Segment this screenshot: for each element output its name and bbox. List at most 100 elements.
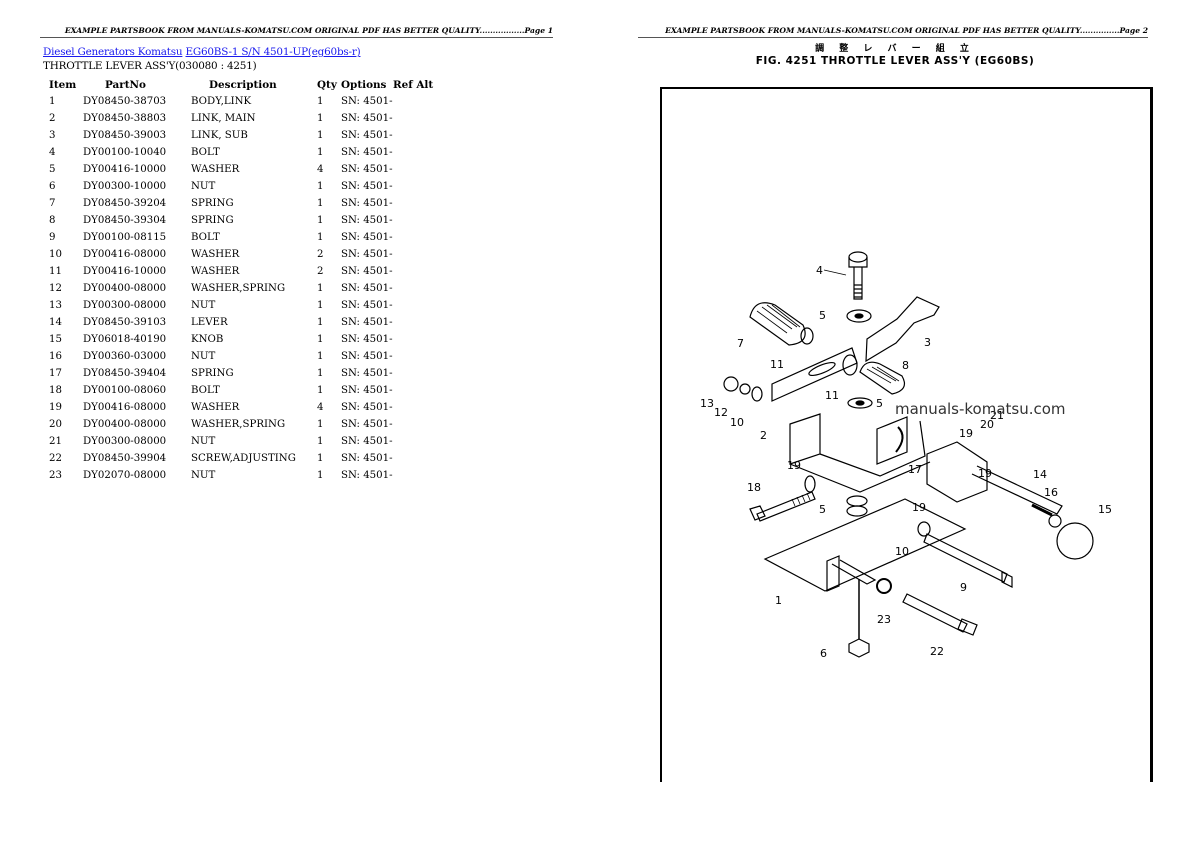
svg-text:18: 18 — [747, 481, 761, 494]
part-number-cell: DY00300-08000 — [83, 436, 167, 447]
quantity-cell: 2 — [317, 249, 324, 260]
svg-text:12: 12 — [714, 406, 728, 419]
options-cell: SN: 4501- — [341, 453, 393, 464]
ref-alt-cell — [393, 110, 443, 127]
spring-7-icon — [749, 302, 806, 346]
item-number-cell: 20 — [49, 419, 62, 430]
quantity-cell: 1 — [317, 453, 324, 464]
ref-alt-cell — [393, 331, 443, 348]
svg-text:22: 22 — [930, 645, 944, 658]
part-number-cell: DY00400-08000 — [83, 283, 167, 294]
options-cell: SN: 4501- — [341, 130, 393, 141]
ref-alt-cell — [393, 365, 443, 382]
options-cell: SN: 4501- — [341, 351, 393, 362]
quantity-cell: 1 — [317, 436, 324, 447]
quantity-cell: 1 — [317, 113, 324, 124]
svg-text:9: 9 — [960, 581, 967, 594]
item-number-cell: 3 — [49, 130, 56, 141]
ref-alt-cell — [393, 433, 443, 450]
item-number-cell: 9 — [49, 232, 56, 243]
model-link[interactable]: EG60BS-1 S/N 4501-UP(eg60bs-r) — [185, 46, 361, 58]
svg-text:11: 11 — [770, 358, 784, 371]
breadcrumb: Diesel Generators Komatsu EG60BS-1 S/N 4… — [43, 46, 361, 58]
description-cell: BOLT — [191, 385, 220, 396]
part-number-cell: DY00300-08000 — [83, 300, 167, 311]
description-cell: WASHER,SPRING — [191, 419, 286, 430]
svg-text:10: 10 — [730, 416, 744, 429]
quantity-cell: 1 — [317, 181, 324, 192]
svg-text:13: 13 — [700, 397, 714, 410]
svg-text:3: 3 — [924, 336, 931, 349]
options-cell: SN: 4501- — [341, 402, 393, 413]
description-cell: WASHER — [191, 164, 240, 175]
item-number-cell: 2 — [49, 113, 56, 124]
item-number-cell: 4 — [49, 147, 56, 158]
part-number-cell: DY08450-39904 — [83, 453, 167, 464]
description-cell: BODY,LINK — [191, 96, 252, 107]
quantity-cell: 1 — [317, 419, 324, 430]
quantity-cell: 1 — [317, 232, 324, 243]
column-header-qty: Qty — [317, 78, 337, 91]
item-number-cell: 11 — [49, 266, 62, 277]
part-number-cell: DY08450-38803 — [83, 113, 167, 124]
options-cell: SN: 4501- — [341, 436, 393, 447]
column-header-ref-alt: Ref Alt — [393, 78, 434, 91]
assembly-title: THROTTLE LEVER ASS'Y(030080 : 4251) — [43, 60, 257, 72]
options-cell: SN: 4501- — [341, 266, 393, 277]
ref-alt-cell — [393, 144, 443, 161]
description-cell: SPRING — [191, 215, 234, 226]
svg-text:19: 19 — [959, 427, 973, 440]
ref-alt-cell — [393, 297, 443, 314]
figure-title: 調 整 レ バ ー 組 立 FIG. 4251 THROTTLE LEVER A… — [640, 44, 1150, 67]
column-header-item: Item — [49, 78, 77, 91]
svg-text:10: 10 — [895, 545, 909, 558]
svg-text:8: 8 — [902, 359, 909, 372]
ref-alt-cell — [393, 348, 443, 365]
quantity-cell: 1 — [317, 368, 324, 379]
ref-alt-cell — [393, 161, 443, 178]
svg-text:23: 23 — [877, 613, 891, 626]
column-header-options: Options — [341, 78, 387, 91]
options-cell: SN: 4501- — [341, 317, 393, 328]
item-number-cell: 13 — [49, 300, 62, 311]
quantity-cell: 4 — [317, 402, 324, 413]
options-cell: SN: 4501- — [341, 368, 393, 379]
part-number-cell: DY08450-39304 — [83, 215, 167, 226]
part-number-cell: DY00416-08000 — [83, 402, 167, 413]
svg-text:20: 20 — [980, 418, 994, 431]
description-cell: BOLT — [191, 147, 220, 158]
part-number-cell: DY00416-10000 — [83, 266, 167, 277]
description-cell: WASHER,SPRING — [191, 283, 286, 294]
svg-text:7: 7 — [737, 337, 744, 350]
ref-alt-cell — [393, 178, 443, 195]
svg-text:5: 5 — [819, 503, 826, 516]
quantity-cell: 1 — [317, 215, 324, 226]
options-cell: SN: 4501- — [341, 215, 393, 226]
part-number-cell: DY00360-03000 — [83, 351, 167, 362]
part-number-cell: DY08450-39204 — [83, 198, 167, 209]
ref-alt-cell — [393, 450, 443, 467]
description-cell: SPRING — [191, 198, 234, 209]
ref-alt-cell — [393, 195, 443, 212]
knob-15-icon — [1056, 522, 1094, 560]
options-cell: SN: 4501- — [341, 147, 393, 158]
category-link[interactable]: Diesel Generators Komatsu — [43, 46, 183, 58]
svg-text:15: 15 — [1098, 503, 1112, 516]
item-number-cell: 5 — [49, 164, 56, 175]
column-header-description: Description — [209, 78, 277, 91]
description-cell: NUT — [191, 351, 216, 362]
svg-text:2: 2 — [760, 429, 767, 442]
options-cell: SN: 4501- — [341, 334, 393, 345]
